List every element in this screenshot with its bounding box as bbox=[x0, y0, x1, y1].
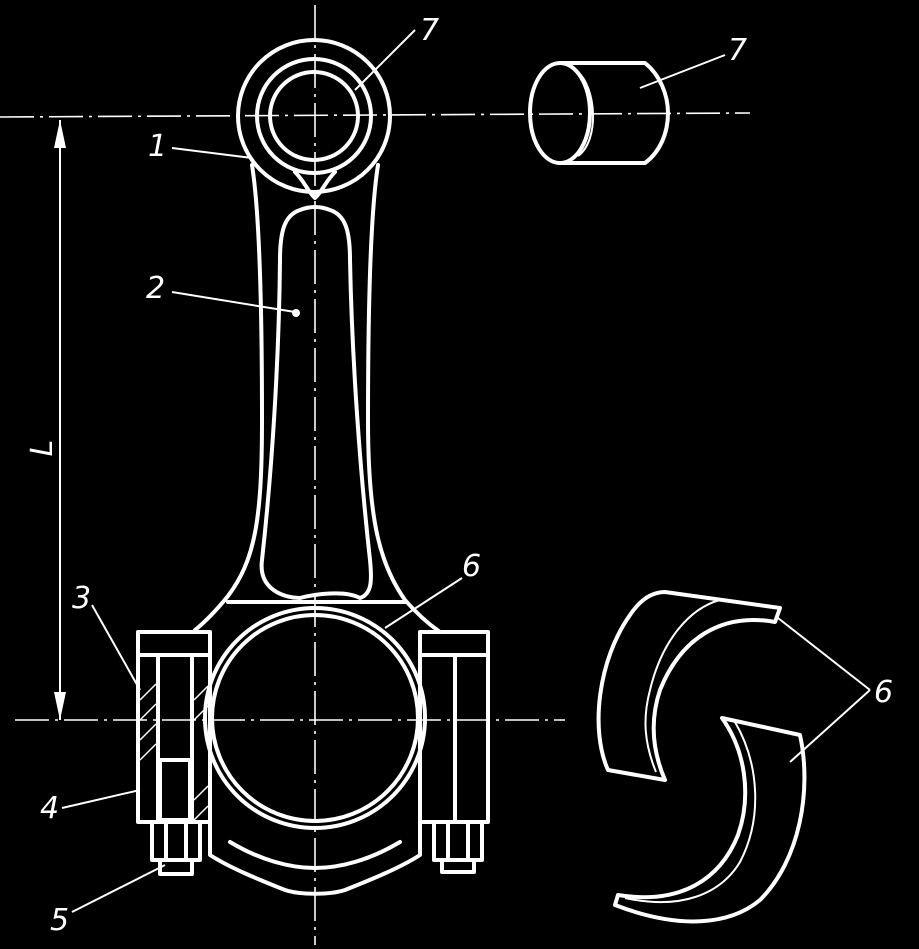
leader-7-bushing bbox=[639, 54, 726, 89]
leader-7-rod bbox=[354, 29, 416, 91]
right-nut bbox=[432, 820, 484, 862]
leader-6-shell-b bbox=[789, 689, 871, 763]
right-bolt-tip bbox=[440, 858, 476, 874]
leader-4 bbox=[61, 789, 141, 809]
bearing-shells-detail bbox=[596, 590, 807, 924]
lower-bearing-shell bbox=[613, 716, 807, 924]
leader-3 bbox=[91, 604, 141, 691]
shank-recess bbox=[259, 205, 373, 600]
part-labels: 7 7 1 2 6 3 4 5 6 bbox=[40, 13, 893, 938]
left-nut bbox=[150, 820, 202, 862]
big-end-bore-outer bbox=[203, 606, 427, 830]
cap-lower-arc bbox=[228, 840, 402, 870]
label-5: 5 bbox=[50, 903, 69, 938]
leader-2 bbox=[171, 291, 296, 313]
left-bolt-thread bbox=[158, 758, 192, 822]
label-7-bushing: 7 bbox=[728, 33, 747, 68]
shank-outline-right bbox=[366, 163, 442, 634]
label-6-shells: 6 bbox=[874, 675, 893, 710]
upper-bearing-shell bbox=[596, 590, 782, 782]
bushing-inner-edge bbox=[577, 71, 595, 157]
length-dimension: L bbox=[25, 120, 66, 720]
leader-6-rod bbox=[384, 577, 463, 629]
big-end-cap-outline bbox=[208, 788, 422, 896]
label-4: 4 bbox=[40, 791, 59, 826]
leader-5 bbox=[71, 864, 166, 913]
left-bolt-tip bbox=[158, 858, 194, 876]
bushing-body bbox=[558, 61, 670, 165]
small-end-bore bbox=[268, 70, 360, 162]
small-end-bushing-outer bbox=[255, 57, 373, 175]
lower-shell-inner-edge bbox=[624, 721, 757, 904]
small-end-eye-outer bbox=[236, 38, 392, 194]
small-end-horizontal-centerline bbox=[0, 112, 751, 118]
shank-outline-left bbox=[193, 163, 264, 632]
bushing-front-face bbox=[528, 61, 592, 165]
shank-center-mark bbox=[292, 309, 300, 317]
length-label: L bbox=[25, 440, 60, 457]
dimension-arrow-top bbox=[54, 120, 66, 148]
label-3: 3 bbox=[72, 581, 91, 616]
leaders bbox=[61, 29, 871, 913]
label-7-rod: 7 bbox=[420, 13, 439, 48]
label-2: 2 bbox=[146, 271, 165, 306]
leader-6-shell-a bbox=[777, 617, 871, 691]
leader-1 bbox=[171, 147, 253, 159]
bushing-detail bbox=[528, 61, 670, 165]
left-bolt-boss bbox=[136, 630, 212, 824]
label-1: 1 bbox=[148, 129, 167, 164]
small-end-oil-drip bbox=[293, 170, 337, 200]
upper-shell-inner-edge bbox=[644, 599, 721, 773]
connecting-rod bbox=[136, 38, 490, 896]
left-hatching bbox=[139, 683, 209, 821]
label-6-rod: 6 bbox=[462, 549, 481, 584]
dimension-arrow-bottom bbox=[54, 692, 66, 720]
